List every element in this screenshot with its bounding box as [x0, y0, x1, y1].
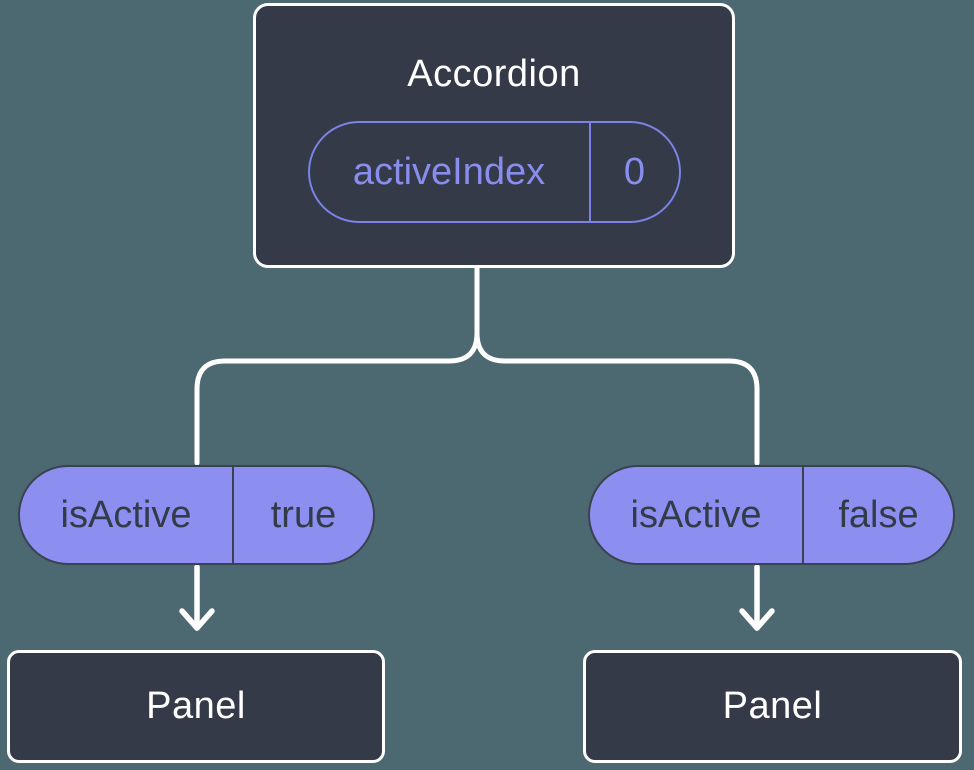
arrow-down-right-icon: [739, 564, 775, 631]
panel-node-right: Panel: [583, 650, 962, 763]
state-pill: activeIndex 0: [307, 121, 681, 223]
panel-title: Panel: [722, 685, 823, 727]
prop-label: isActive: [590, 467, 804, 563]
branch-left-line: [194, 330, 480, 466]
prop-value: false: [838, 493, 919, 536]
branch-right-line: [474, 330, 760, 466]
panel-node-left: Panel: [7, 650, 385, 763]
accordion-node: Accordion activeIndex 0: [253, 3, 735, 268]
prop-pill-left: isActive true: [18, 465, 375, 565]
accordion-title: Accordion: [407, 53, 581, 95]
state-value: 0: [623, 150, 646, 193]
panel-title: Panel: [146, 685, 246, 727]
prop-pill-right: isActive false: [588, 465, 955, 565]
state-label: activeIndex: [310, 123, 591, 221]
prop-label: isActive: [20, 467, 234, 563]
arrow-down-left-icon: [179, 564, 215, 631]
prop-value: true: [270, 493, 337, 536]
